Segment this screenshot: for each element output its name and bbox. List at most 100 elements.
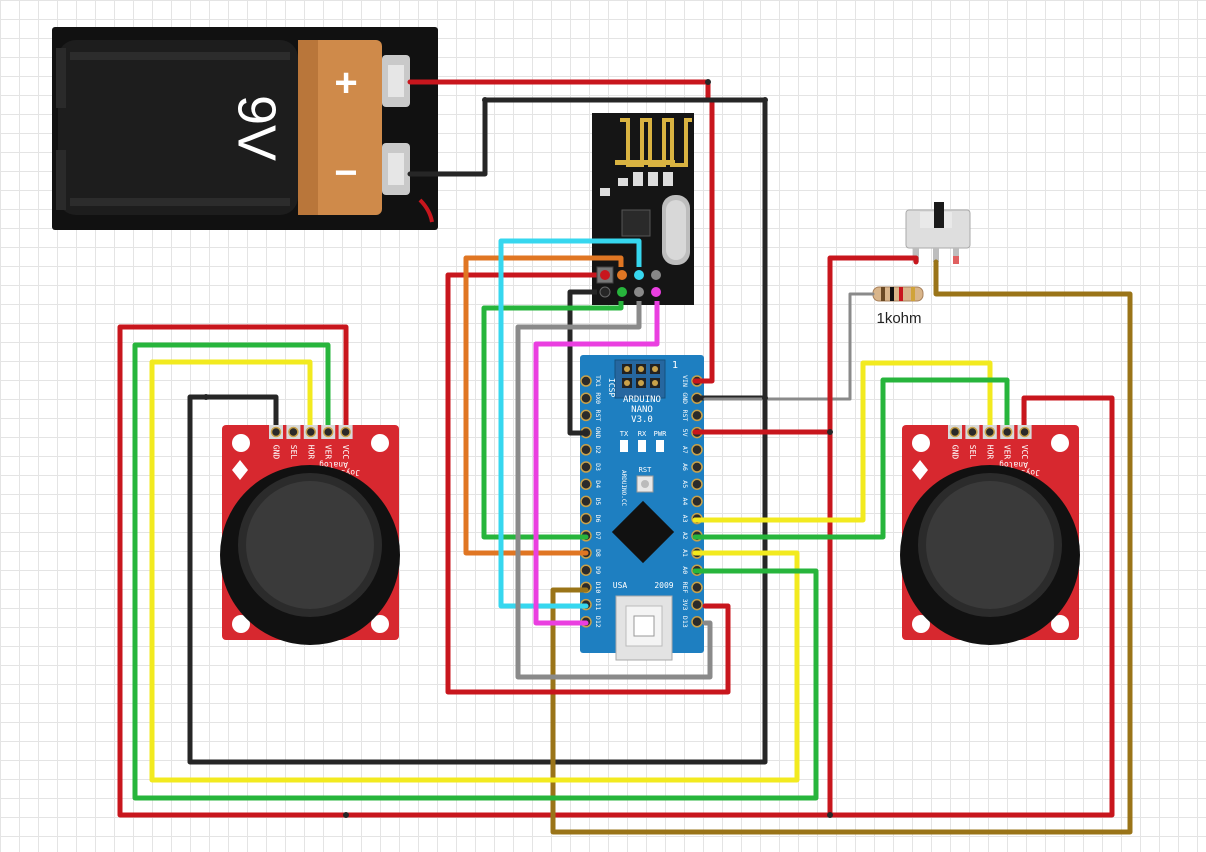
wire-a3-right-hor: [692, 360, 993, 523]
wire-a0-left-ver: [132, 342, 819, 801]
joystick-left-pin-label: GND: [272, 445, 281, 460]
nano-pin-label-right: D13: [681, 616, 689, 628]
wire-a1-left-hor: [149, 359, 800, 783]
battery-voltage-label: 9V: [227, 95, 287, 161]
battery-9v: + − 9V: [52, 27, 438, 230]
slide-switch: [905, 202, 971, 264]
joystick-right-pin-sel: [967, 426, 978, 438]
wire-rf-miso: [533, 289, 660, 626]
icsp-pin-pad: [652, 366, 658, 372]
wire-vcc-left-joystick: [117, 324, 833, 818]
battery-body: [58, 40, 298, 215]
battery-cap: [298, 40, 382, 215]
nano-pin-label-left: D4: [594, 480, 602, 488]
joystick-left-title1: Analog: [319, 460, 348, 469]
battery-plus-label: +: [334, 61, 357, 105]
joystick-left: Analog Joystick: [220, 425, 400, 645]
nano-pin-left-rst: [580, 409, 592, 422]
nano-pin-left-tx1: [580, 375, 592, 387]
brand-label: ARDUINO.CC: [620, 470, 627, 507]
rf-pin-irq: [651, 270, 661, 280]
year-label: 2009: [654, 581, 673, 590]
arduino-nano: ICSP 1 ARDUINO NANO V3.0 TX RX PWR RST A…: [580, 355, 704, 661]
nano-pin-label-left: D2: [594, 446, 602, 454]
rst-button-label: RST: [639, 466, 652, 474]
wire-switch-brown: [550, 259, 1133, 835]
nano-pin-label-left: D5: [594, 497, 602, 505]
nano-pin-label-right: A3: [681, 515, 689, 523]
wire-rf-mosi: [515, 289, 713, 680]
joystick-left-pin-vcc: [340, 426, 351, 438]
joystick-right-pin-hor: [984, 426, 996, 438]
joystick-left-pin-gnd: [270, 426, 282, 438]
rf-pin-gnd: [599, 286, 611, 298]
icsp-pin-pad: [638, 366, 644, 372]
rf-header-pins: [596, 266, 665, 301]
nano-pin-label-left: D6: [594, 515, 602, 523]
nano-pin-label-left: D12: [594, 616, 602, 628]
nano-pin-left-d4: [580, 478, 592, 490]
arduino-model-line2: NANO: [631, 405, 653, 415]
nano-pin-left-rx0: [580, 392, 592, 404]
led-pwr-label: PWR: [654, 430, 667, 438]
joystick-right-pin-ver: [1001, 426, 1013, 438]
joystick-right: Analog Joystick: [900, 425, 1080, 645]
nano-pin-label-left: D8: [594, 549, 602, 557]
wire-vcc-right-joystick: [827, 395, 1115, 818]
nano-pin-right-a5: [691, 478, 703, 490]
wire-rf-sck: [498, 238, 642, 609]
nano-pin-left-d3: [580, 461, 592, 473]
wire-rf-vcc: [445, 272, 731, 695]
icsp-pin-pad: [624, 380, 630, 386]
nano-pin-right-a6: [691, 461, 703, 473]
nano-pin-label-left: TX1: [594, 375, 602, 387]
nano-pin-label-right: GND: [681, 392, 689, 404]
wire-rf-gnd: [567, 289, 607, 436]
joystick-left-pin-label: SEL: [289, 445, 298, 460]
nano-pin-left-d9: [580, 564, 592, 576]
joystick-left-pin-label: HOR: [306, 445, 315, 460]
wire-a2-right-ver: [692, 377, 1010, 540]
joystick-right-pin-gnd: [949, 426, 961, 438]
led-rx-label: RX: [638, 430, 647, 438]
arduino-model-line1: ARDUINO: [623, 395, 661, 405]
icsp-pin-pad: [638, 380, 644, 386]
nano-pin-right-d13: [691, 616, 703, 628]
rf-pin-vcc: [600, 270, 610, 280]
nano-pin-label-left: D11: [594, 599, 602, 611]
wires: [117, 79, 1133, 835]
nano-pin-right-rst: [691, 409, 703, 422]
nano-pin-label-left: RX0: [594, 392, 602, 404]
joystick-right-title1: Analog: [999, 460, 1028, 469]
nano-pin-label-left: D10: [594, 582, 602, 594]
nano-pin-label-right: A6: [681, 463, 689, 471]
nano-pin-label-left: D9: [594, 566, 602, 574]
nano-pin-label-right: 5V: [681, 429, 689, 437]
nano-pin-label-left: GND: [594, 427, 602, 439]
wire-5v-switch: [692, 255, 919, 435]
nano-pin-right-a4: [691, 495, 703, 508]
nano-pin-label-right: A7: [681, 446, 689, 454]
pin-one-label: 1: [672, 360, 678, 371]
icsp-label: ICSP: [607, 378, 616, 397]
wire-junctions: [203, 79, 833, 818]
nano-pin-label-right: 3V3: [681, 599, 689, 611]
joystick-right-pin-label: SEL: [968, 445, 977, 460]
nano-pin-label-right: VIN: [681, 375, 689, 387]
led-tx-label: TX: [620, 430, 629, 438]
rf-pin-miso: [651, 287, 661, 297]
icsp-pin-pad: [624, 366, 630, 372]
joystick-left-pin-hor: [305, 426, 317, 438]
resistor-1kohm: 1kohm: [872, 286, 924, 327]
usa-label: USA: [613, 581, 628, 590]
wire-gnd-resistor: [703, 292, 875, 401]
resistor-body: [872, 286, 924, 302]
joystick-right-pin-vcc: [1019, 426, 1030, 438]
rf-pin-csn: [617, 287, 627, 297]
joystick-right-pin-label: GND: [951, 445, 960, 460]
rf-chip: [621, 209, 651, 237]
nano-pin-right-3v3: [691, 598, 703, 611]
